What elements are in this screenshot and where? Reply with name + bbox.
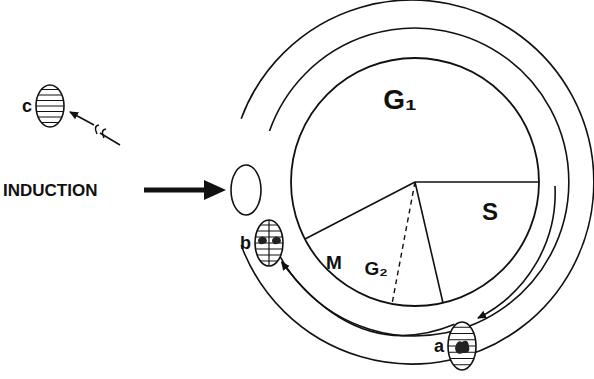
inner-circle <box>291 58 539 306</box>
induction-arrow <box>144 188 208 193</box>
sector-line <box>415 181 539 183</box>
phase-label: G₁ <box>383 86 416 114</box>
cell-node: b <box>240 219 284 267</box>
cell-shape <box>254 219 284 267</box>
sector-line-dashed <box>392 182 415 304</box>
outer-ring <box>241 0 594 364</box>
stimulus-label: INDUCTION <box>3 182 97 199</box>
sector-line <box>415 182 443 303</box>
middle-ring <box>270 28 569 336</box>
phase-label: S <box>482 200 498 224</box>
cell-node: a <box>434 321 477 371</box>
break-mark <box>95 125 106 138</box>
cell-node: c <box>22 84 65 128</box>
cell-letter: a <box>434 337 444 355</box>
cell-letter: b <box>240 234 251 252</box>
phase-label: M <box>326 253 342 272</box>
cycle-arrow <box>478 186 555 318</box>
induction-arrowhead <box>204 180 226 200</box>
arrow-line <box>70 112 94 125</box>
cell-outline <box>231 165 261 215</box>
sector-line <box>305 182 415 239</box>
cell-shape <box>35 84 65 128</box>
cell-letter: c <box>22 97 32 115</box>
phase-label: G₂ <box>364 259 387 278</box>
cell-shape <box>447 321 477 371</box>
